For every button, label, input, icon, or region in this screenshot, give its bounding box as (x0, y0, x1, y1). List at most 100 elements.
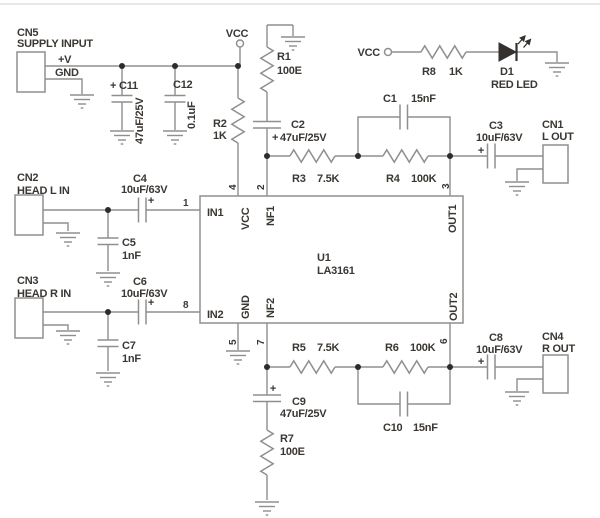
capacitor-c3 (486, 142, 496, 170)
pin8-number: 8 (183, 300, 189, 311)
c12-ref-label: C12 (173, 79, 193, 91)
connector-cn4-box (542, 354, 569, 394)
c1-ref-label: C1 (383, 93, 397, 105)
c3-ref-label: C3 (489, 120, 503, 132)
cn5-gnd-pin-label: GND (55, 67, 79, 79)
capacitor-c11 (110, 94, 134, 103)
led-emission-arrow (523, 38, 532, 48)
connector-cn5-box (16, 51, 46, 93)
cn1-ref-label: CN1 (542, 119, 563, 131)
c6-polarity-mark: + (148, 297, 154, 309)
cn3-name-label: HEAD R IN (17, 288, 71, 300)
c5-value-label: 1nF (122, 250, 141, 262)
capacitor-c6 (137, 298, 147, 326)
capacitor-c1 (399, 103, 409, 131)
c9-ref-label: C9 (292, 396, 306, 408)
c4-value-label: 10uF/63V (121, 184, 168, 196)
pin1-number: 1 (183, 198, 189, 209)
pin7-number: 7 (256, 339, 267, 345)
ic-pin-in2-label: IN2 (207, 309, 224, 321)
ground-symbol (109, 130, 135, 145)
cn3-ref-label: CN3 (17, 275, 38, 287)
c2-polarity-mark: + (272, 132, 278, 144)
capacitor-c7 (96, 339, 120, 348)
ground-symbol (544, 62, 570, 77)
ground-symbol (55, 330, 81, 345)
vcc-main-label: VCC (226, 28, 249, 40)
ground-symbol (225, 350, 251, 365)
resistor-r4 (382, 149, 429, 163)
led-diode-icon (498, 42, 518, 62)
capacitor-c2 (252, 120, 282, 129)
ic-pin-nf2-label: NF2 (265, 298, 277, 318)
c9-polarity-mark: + (270, 383, 276, 395)
ground-symbol (162, 130, 188, 145)
r7-value-label: 100E (280, 446, 305, 458)
capacitor-c8 (486, 353, 496, 381)
r8-value-label: 1K (449, 66, 463, 78)
pin2-number: 2 (256, 184, 267, 190)
c4-ref-label: C4 (133, 173, 148, 185)
r2-value-label: 1K (213, 130, 227, 142)
c9-value-label: 47uF/25V (280, 408, 327, 420)
ic-pin-nf1-label: NF1 (265, 206, 277, 226)
vcc-terminal (235, 39, 245, 48)
ic-pin-out2-label: OUT2 (448, 293, 460, 321)
connector-cn3-box (14, 297, 44, 339)
ground-symbol (504, 181, 530, 196)
connector-cn1-box (542, 144, 569, 184)
r8-ref-label: R8 (422, 66, 436, 78)
ground-symbol (55, 232, 81, 247)
resistor-r8 (420, 45, 467, 59)
c7-value-label: 1nF (122, 353, 141, 365)
ic-part-label: LA3161 (317, 265, 355, 277)
ic-pin-vcc-label: VCC (240, 207, 252, 230)
wire-nf1-feedback (266, 116, 543, 196)
pin3-number: 3 (441, 183, 452, 189)
cn2-ref-label: CN2 (17, 172, 38, 184)
r3-value-label: 7.5K (317, 173, 340, 185)
resistor-r7 (260, 429, 274, 476)
ic-u1-body (199, 195, 464, 324)
capacitor-c9 (252, 394, 282, 403)
vcc-led-label: VCC (358, 47, 381, 59)
c12-value-label: 0.1uF (186, 101, 198, 129)
wire-led-branch (391, 51, 558, 62)
r6-ref-label: R6 (385, 342, 399, 354)
ground-symbol (69, 94, 95, 109)
wire-inputs (43, 209, 200, 371)
capacitor-c12 (163, 94, 187, 103)
c6-ref-label: C6 (133, 276, 147, 288)
pin4-number: 4 (228, 184, 239, 190)
cn5-name-label: SUPPLY INPUT (17, 38, 93, 50)
resistor-r1 (260, 46, 274, 93)
resistor-r3 (289, 149, 336, 163)
c2-ref-label: C2 (291, 119, 305, 131)
vcc-terminal-led (383, 47, 393, 57)
c6-value-label: 10uF/63V (121, 288, 168, 300)
c5-ref-label: C5 (122, 237, 136, 249)
c8-value-label: 10uF/63V (476, 344, 523, 356)
r1-value-label: 100E (277, 65, 302, 77)
d1-value-label: RED LED (491, 79, 538, 91)
resistor-r6 (382, 360, 429, 374)
c4-polarity-mark: + (148, 195, 154, 207)
r5-ref-label: R5 (292, 342, 306, 354)
c3-polarity-mark: + (478, 145, 484, 157)
c11-polarity-mark: + (110, 80, 116, 92)
cn4-ref-label: CN4 (542, 331, 564, 343)
led-emission-arrow (517, 35, 526, 45)
ground-symbol (504, 391, 530, 406)
c2-value-label: 47uF/25V (280, 132, 327, 144)
r2-ref-label: R2 (213, 118, 227, 130)
cn1-name-label: L OUT (542, 131, 574, 143)
pin6-number: 6 (439, 338, 450, 344)
wire-supply-rail (45, 24, 294, 196)
junction-dots (105, 63, 453, 370)
capacitor-c10 (399, 390, 409, 418)
resistor-r2 (231, 97, 245, 144)
d1-ref-label: D1 (500, 66, 514, 78)
r3-ref-label: R3 (292, 173, 306, 185)
